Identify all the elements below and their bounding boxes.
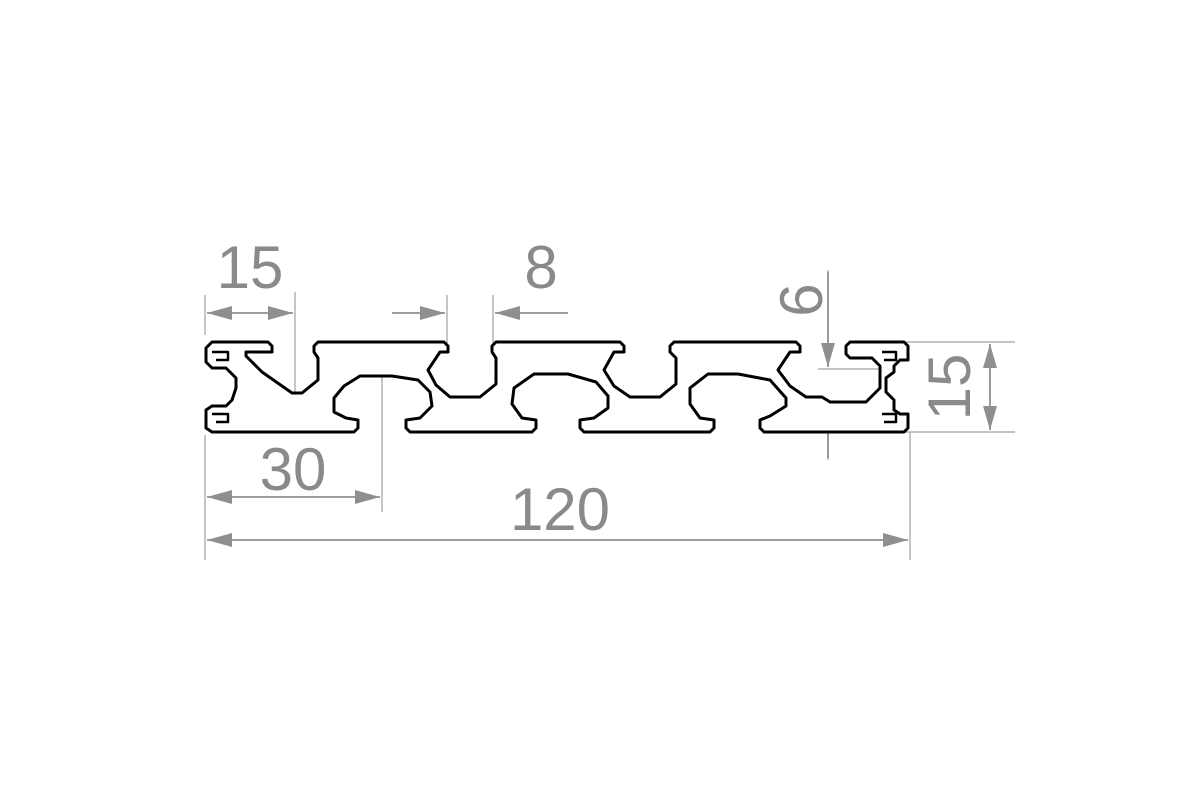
dimension-overall-width: 120 [207, 476, 908, 547]
dimension-profile-height-label: 15 [916, 354, 983, 421]
dimension-slot-pitch-label: 15 [217, 234, 284, 301]
dimension-slot-opening: 8 [392, 234, 568, 320]
dimension-first-slot-center-label: 30 [260, 436, 327, 503]
dimension-slot-depth-label: 6 [768, 283, 835, 316]
aluminum-profile-outline [204, 340, 910, 434]
profile-inner-details [212, 350, 898, 424]
dimension-overall-width-label: 120 [510, 476, 610, 543]
dimension-first-slot-center: 30 [207, 436, 380, 504]
dimension-slot-opening-label: 8 [524, 234, 557, 301]
dimension-profile-height: 15 [916, 344, 997, 430]
dimension-slot-pitch: 15 [207, 234, 293, 320]
